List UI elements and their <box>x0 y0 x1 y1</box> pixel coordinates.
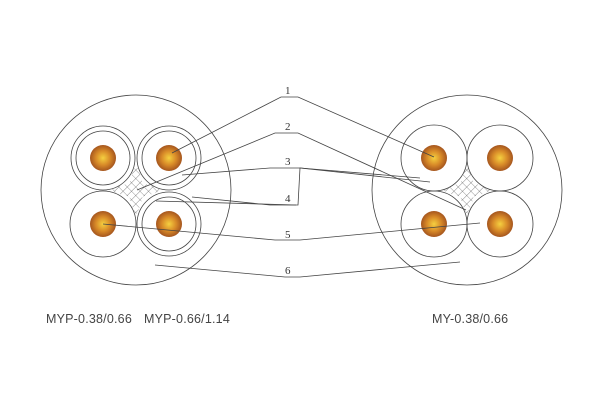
right-cable <box>371 94 563 286</box>
callout-2: 2 <box>285 121 291 133</box>
callout-5: 5 <box>285 229 291 241</box>
leader-lines <box>102 96 481 278</box>
caption-left-b: MYP-0.66/1.14 <box>144 312 230 326</box>
left-cable <box>40 94 232 286</box>
callout-4: 4 <box>285 193 291 205</box>
outer-sheath <box>40 94 232 286</box>
callout-6: 6 <box>285 265 291 277</box>
callout-3: 3 <box>285 156 291 168</box>
callout-labels: 1 2 3 4 5 6 <box>285 85 291 277</box>
outer-sheath <box>371 94 563 286</box>
callout-1: 1 <box>285 85 291 97</box>
caption-right: MY-0.38/0.66 <box>432 312 509 326</box>
conductors <box>90 145 513 237</box>
shield-mesh <box>443 166 491 214</box>
caption-left-a: MYP-0.38/0.66 <box>46 312 132 326</box>
shield-mesh <box>111 165 161 215</box>
